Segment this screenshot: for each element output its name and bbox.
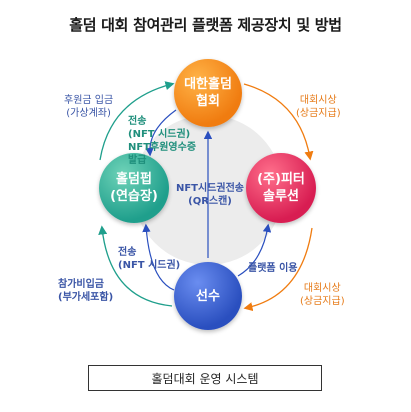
arrow-peter-to-player (243, 227, 313, 312)
node-holdem-pub: 홀덤펍 (연습장) (99, 153, 169, 223)
arrow-player-to-peter (237, 223, 272, 277)
node-association-line2: 협회 (196, 94, 220, 109)
label-prize-top: 대회시상 (상금지급) (296, 95, 341, 119)
footer-label: 홀덤대회 운영 시스템 (151, 371, 259, 386)
label-prize-bottom: 대회시상 (상금지급) (300, 283, 345, 307)
arrow-player-to-pub-outer (98, 225, 173, 307)
label-center: NFT시드권전송 (QR스캔) (175, 183, 245, 207)
page-title: 홀덤 대회 참여관리 플랫폼 제공장치 및 방법 (69, 16, 342, 34)
node-holdem-pub-line2: (연습장) (110, 189, 158, 204)
label-transfer-seed: 전송 (NFT 시드권) (118, 247, 181, 271)
node-association-line1: 대한홀덤 (184, 77, 232, 92)
label-entry-fee: 참가비입금 (부가세포함) (58, 279, 114, 303)
arrow-pub-to-association (99, 81, 175, 161)
label-platform-use: 플랫폼 이용 (248, 263, 298, 274)
node-holdem-pub-line1: 홀덤펍 (116, 172, 152, 187)
node-peter-line2: 솔루션 (263, 189, 299, 204)
node-association: 대한홀덤 협회 (174, 59, 242, 127)
arrow-player-to-pub (142, 223, 175, 291)
node-peter-solution: (주)피터 솔루션 (246, 153, 316, 223)
footer-system-box: 홀덤대회 운영 시스템 (88, 365, 322, 391)
arrow-association-to-pub (145, 109, 177, 157)
node-peter-line1: (주)피터 (257, 172, 305, 187)
arrow-association-to-peter (243, 83, 314, 161)
node-player: 선수 (174, 262, 242, 330)
label-sponsor-deposit: 후원금 입금 (가상계좌) (64, 95, 114, 119)
node-player-label: 선수 (196, 288, 220, 304)
label-transfer-receipt: 전송 (NFT 시드권) NFT후원영수증 발급 (128, 116, 197, 166)
